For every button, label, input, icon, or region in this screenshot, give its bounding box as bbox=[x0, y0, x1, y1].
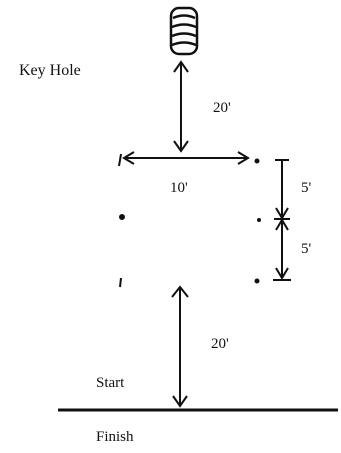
lower-gap-label: 5' bbox=[301, 241, 312, 257]
arrow-course-to-start bbox=[171, 285, 189, 408]
keyhole-distance-label: 20' bbox=[213, 100, 231, 116]
barrel-icon bbox=[169, 6, 199, 56]
start-distance-label: 20' bbox=[211, 336, 229, 352]
finish-label: Finish bbox=[96, 429, 134, 445]
upper-gap-label: 5' bbox=[301, 180, 312, 196]
start-label: Start bbox=[96, 375, 125, 391]
marker-right-top bbox=[254, 158, 260, 164]
arrow-course-width bbox=[122, 151, 250, 165]
left-markers bbox=[118, 153, 125, 288]
right-markers bbox=[254, 158, 261, 284]
marker-left-bottom bbox=[119, 277, 122, 288]
marker-right-middle bbox=[257, 218, 261, 222]
arrow-keyhole-to-course bbox=[173, 60, 189, 153]
marker-left-middle bbox=[119, 214, 125, 220]
marker-right-bottom bbox=[254, 278, 260, 284]
marker-left-top bbox=[118, 153, 122, 167]
width-distance-label: 10' bbox=[170, 180, 188, 196]
arrow-lower-gap bbox=[273, 218, 291, 281]
key-hole-label: Key Hole bbox=[19, 62, 81, 79]
arrow-upper-gap bbox=[274, 159, 290, 220]
